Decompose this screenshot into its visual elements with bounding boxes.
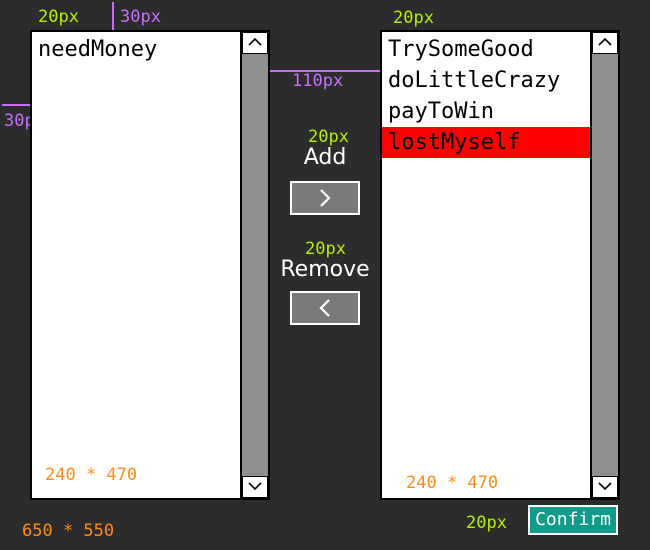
scroll-down-button[interactable] bbox=[242, 476, 268, 498]
annotation-line-center-horizontal bbox=[270, 70, 380, 72]
left-listbox[interactable]: needMoney 240 * 470 bbox=[30, 30, 270, 500]
left-scrollbar[interactable] bbox=[240, 32, 268, 498]
left-list-items[interactable]: needMoney bbox=[32, 32, 240, 498]
chevron-right-icon bbox=[320, 189, 331, 207]
annotation-top-30px: 30px bbox=[120, 7, 161, 27]
list-item[interactable]: needMoney bbox=[38, 37, 158, 62]
list-item[interactable]: payToWin bbox=[388, 99, 494, 124]
add-label: Add bbox=[303, 145, 347, 170]
annotation-page-size: 650 * 550 bbox=[22, 521, 115, 541]
annotation-right-list-size: 240 * 470 bbox=[406, 473, 499, 493]
chevron-down-icon bbox=[598, 482, 612, 491]
annotation-remove-gap: 20px bbox=[305, 239, 346, 259]
right-list-items[interactable]: TrySomeGood doLittleCrazy payToWin lostM… bbox=[382, 32, 590, 498]
annotation-line-vertical bbox=[112, 2, 114, 30]
confirm-button[interactable]: Confirm bbox=[528, 505, 618, 535]
annotation-center-110px: 110px bbox=[292, 71, 344, 91]
chevron-up-icon bbox=[598, 37, 612, 46]
right-scrollbar[interactable] bbox=[590, 32, 618, 498]
add-button[interactable] bbox=[290, 181, 360, 215]
chevron-up-icon bbox=[248, 37, 262, 46]
annotation-line-horizontal-left bbox=[2, 104, 30, 106]
remove-button[interactable] bbox=[290, 291, 360, 325]
list-item-selected[interactable]: lostMyself bbox=[382, 127, 590, 158]
chevron-left-icon bbox=[319, 299, 330, 317]
scroll-down-button[interactable] bbox=[592, 476, 618, 498]
annotation-add-gap: 20px bbox=[308, 127, 349, 147]
remove-label: Remove bbox=[280, 257, 370, 282]
annotation-right-top-gap: 20px bbox=[393, 8, 434, 28]
scroll-up-button[interactable] bbox=[592, 32, 618, 54]
annotation-left-top-gap: 20px bbox=[38, 7, 79, 27]
annotation-left-list-size: 240 * 470 bbox=[45, 465, 138, 485]
list-item[interactable]: TrySomeGood bbox=[388, 37, 534, 62]
annotation-confirm-gap: 20px bbox=[466, 513, 507, 533]
right-listbox[interactable]: TrySomeGood doLittleCrazy payToWin lostM… bbox=[380, 30, 620, 500]
chevron-down-icon bbox=[248, 482, 262, 491]
scroll-up-button[interactable] bbox=[242, 32, 268, 54]
list-item[interactable]: doLittleCrazy bbox=[388, 68, 561, 93]
